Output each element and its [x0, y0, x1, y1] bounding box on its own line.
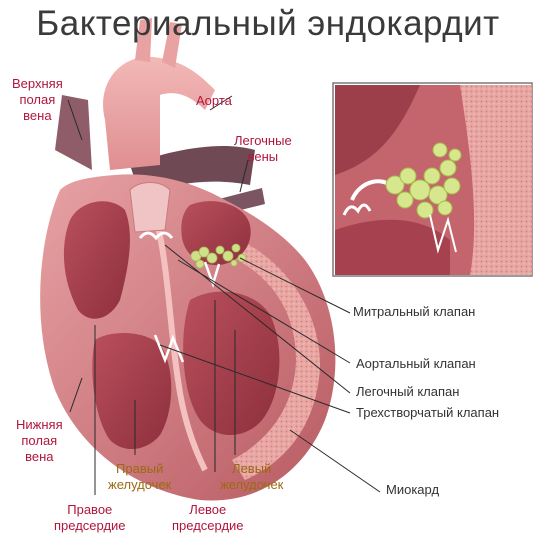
pulmonary-valve-label: Легочный клапан	[356, 384, 459, 400]
left-ventricle	[183, 292, 279, 435]
page-title: Бактериальный эндокардит	[0, 4, 536, 44]
mitral-valve-label: Митральный клапан	[353, 304, 475, 320]
inset-valve-closeup	[335, 85, 532, 275]
aortic-root	[130, 183, 170, 233]
tricuspid-valve-label: Трехстворчатый клапан	[356, 405, 499, 421]
aortic-valve-label: Аортальный клапан	[356, 356, 476, 372]
aorta-label: Аорта	[196, 93, 232, 109]
myocardium-label: Миокард	[386, 482, 439, 498]
